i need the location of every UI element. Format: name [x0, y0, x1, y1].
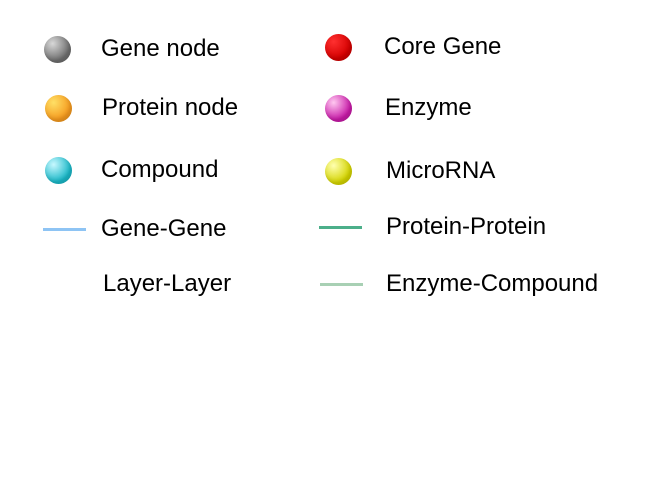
compound-sphere-icon — [45, 156, 72, 184]
enzyme-sphere-icon — [325, 94, 352, 122]
microrna-sphere-icon — [325, 157, 352, 185]
legend-label: Layer-Layer — [103, 270, 232, 297]
legend-label: Core Gene — [384, 33, 502, 60]
gene-gene-line-icon — [43, 227, 86, 231]
legend-label: Compound — [101, 156, 219, 183]
legend-label: Protein node — [102, 94, 239, 121]
legend-label: Gene-Gene — [101, 215, 227, 242]
core-gene-sphere-icon — [325, 33, 352, 61]
legend-label: MicroRNA — [386, 157, 496, 184]
legend-label: Enzyme-Compound — [386, 270, 599, 297]
protein-protein-line-icon — [319, 225, 362, 229]
legend-label: Enzyme — [385, 94, 472, 121]
protein-node-sphere-icon — [45, 94, 72, 122]
layer-layer-line-icon — [43, 282, 86, 286]
legend-label: Gene node — [101, 35, 220, 62]
enzyme-compound-line-icon — [320, 282, 363, 286]
gene-node-sphere-icon — [44, 35, 71, 63]
legend-label: Protein-Protein — [386, 213, 547, 240]
